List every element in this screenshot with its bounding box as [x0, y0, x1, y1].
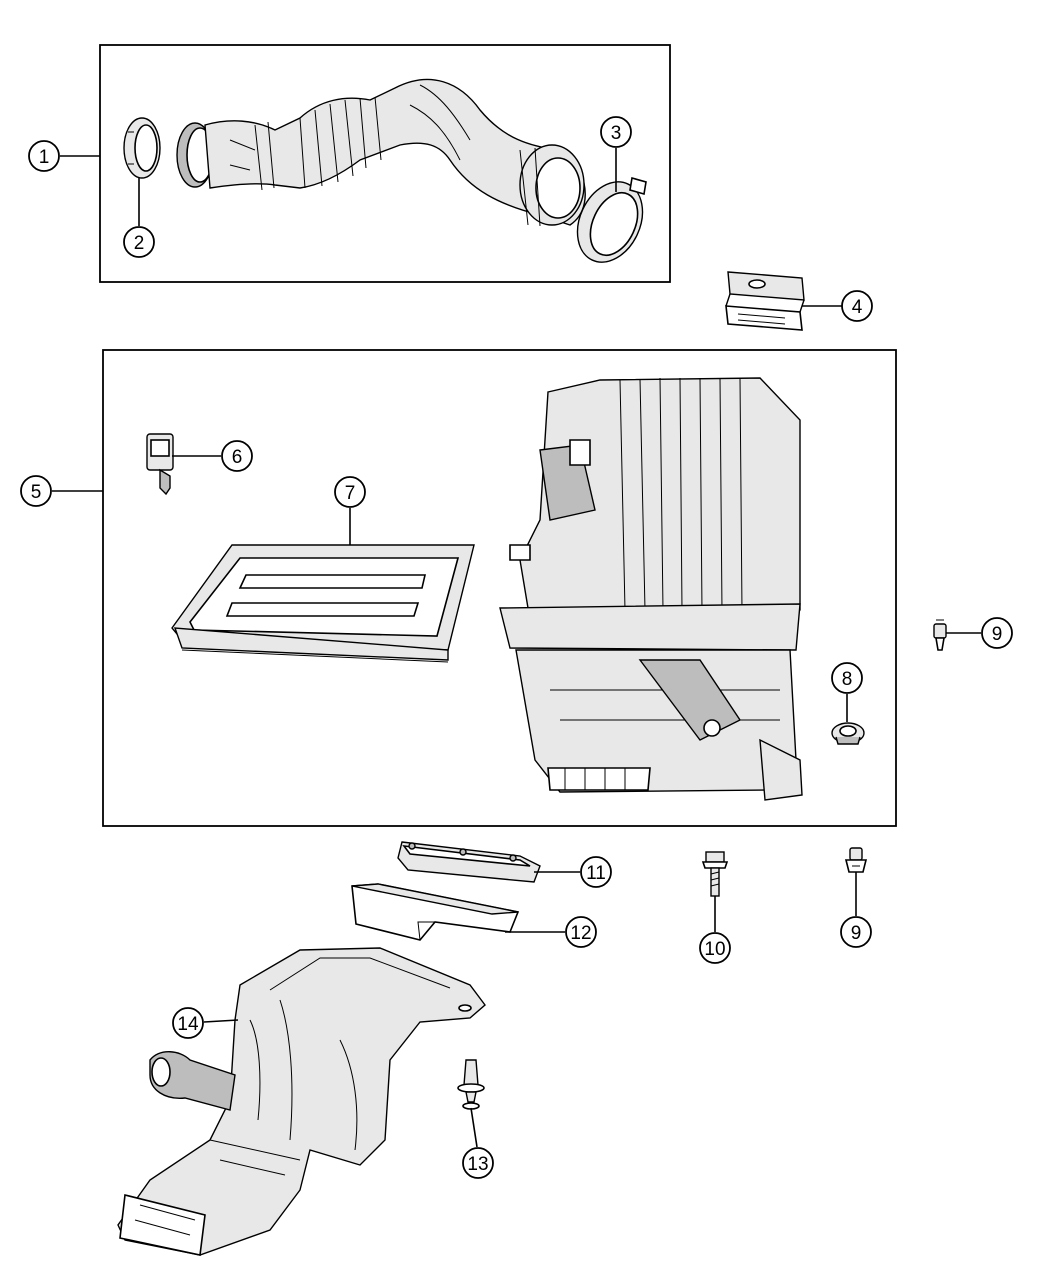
- intake-duct-drawing: [117, 947, 486, 1256]
- bracket-drawing: [725, 271, 805, 331]
- callout-10: 10: [699, 932, 731, 964]
- leader-lines: [52, 148, 981, 1148]
- callout-9-lower-number: 9: [851, 923, 862, 944]
- callout-9-upper-number: 9: [992, 624, 1003, 645]
- callout-4-number: 4: [852, 297, 863, 318]
- air-filter-drawing: [171, 544, 475, 663]
- push-pin-lower-drawing: [844, 847, 868, 873]
- callout-3-number: 3: [611, 123, 622, 144]
- callout-14-number: 14: [177, 1014, 199, 1035]
- callout-10-number: 10: [704, 939, 725, 960]
- callout-7: 7: [334, 476, 366, 508]
- push-rivet-drawing: [457, 1059, 485, 1110]
- air-inlet-duct-drawing: [176, 78, 586, 227]
- clamp-large-drawing: [576, 176, 647, 263]
- callout-6-number: 6: [232, 447, 243, 468]
- seal-block-drawing: [351, 883, 520, 941]
- bolt-drawing: [701, 851, 729, 897]
- callout-1-number: 1: [39, 147, 50, 168]
- push-pin-upper-drawing: [933, 619, 947, 651]
- callout-8: 8: [831, 662, 863, 694]
- grommet-drawing: [831, 722, 865, 745]
- callout-13-number: 13: [467, 1154, 488, 1175]
- callout-3: 3: [600, 116, 632, 148]
- callout-12-number: 12: [570, 923, 591, 944]
- callout-13: 13: [462, 1147, 494, 1179]
- callout-2-number: 2: [134, 233, 145, 254]
- air-cleaner-housing-drawing: [499, 377, 803, 801]
- callout-12: 12: [565, 916, 597, 948]
- group-box-duct: [99, 44, 671, 283]
- group-box-air-cleaner: [102, 349, 897, 827]
- callout-9-lower: 9: [840, 916, 872, 948]
- callout-11-number: 11: [586, 863, 606, 884]
- callout-5-number: 5: [31, 482, 42, 503]
- bracket-strip-drawing: [397, 841, 541, 883]
- callout-9-upper: 9: [981, 617, 1013, 649]
- callout-1: 1: [28, 140, 60, 172]
- callout-11: 11: [580, 856, 612, 888]
- clamp-small-drawing: [123, 117, 161, 179]
- callout-2: 2: [123, 226, 155, 258]
- callout-6: 6: [221, 440, 253, 472]
- callout-5: 5: [20, 475, 52, 507]
- callout-7-number: 7: [345, 483, 356, 504]
- callout-14: 14: [172, 1007, 204, 1039]
- callout-4: 4: [841, 290, 873, 322]
- callout-8-number: 8: [842, 669, 853, 690]
- sensor-drawing: [146, 433, 174, 496]
